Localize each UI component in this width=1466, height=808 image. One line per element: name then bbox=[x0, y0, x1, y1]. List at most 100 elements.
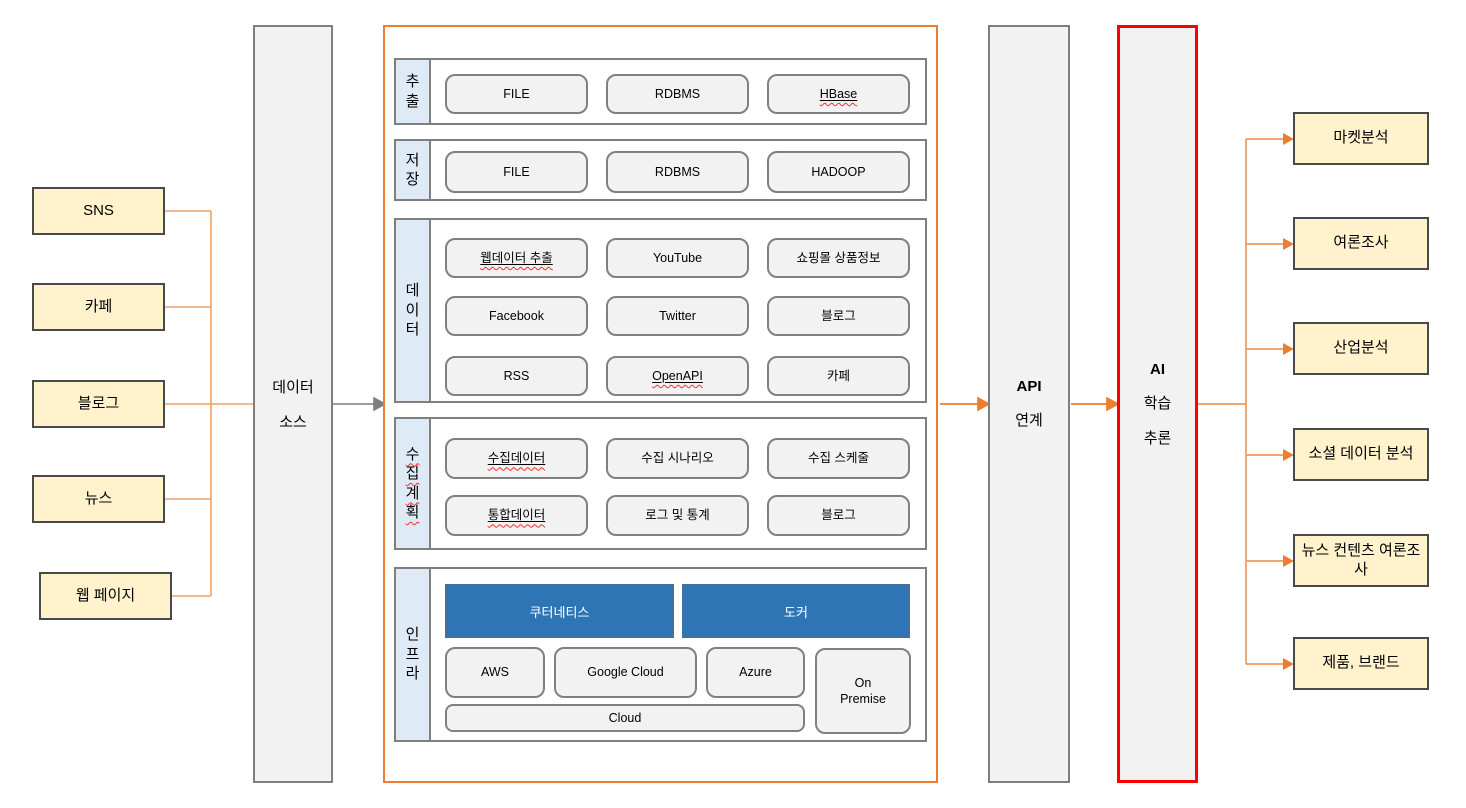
item-plan-scenario-label: 수집 시나리오 bbox=[641, 451, 714, 466]
item-extract-file: FILE bbox=[445, 74, 588, 114]
item-plan-scenario: 수집 시나리오 bbox=[606, 438, 749, 479]
item-data-facebook: Facebook bbox=[445, 296, 588, 336]
item-store-rdbms-label: RDBMS bbox=[654, 164, 701, 179]
output-industry-analysis: 산업분석 bbox=[1293, 322, 1429, 375]
item-data-shoppingmall: 쇼핑몰 상품정보 bbox=[767, 238, 910, 278]
item-plan-log-stats: 로그 및 통계 bbox=[606, 495, 749, 536]
item-extract-rdbms-label: RDBMS bbox=[654, 86, 701, 101]
source-cafe: 카페 bbox=[32, 283, 165, 331]
item-data-youtube-label: YouTube bbox=[652, 250, 703, 265]
item-data-openapi: OpenAPI bbox=[606, 356, 749, 396]
output-market-analysis: 마켓분석 bbox=[1293, 112, 1429, 165]
section-data: 데이터 웹데이터 추출 YouTube 쇼핑몰 상품정보 Facebook Tw… bbox=[394, 218, 927, 403]
infra-azure: Azure bbox=[706, 647, 805, 698]
infra-kubernetes-label: 쿠터네티스 bbox=[529, 604, 590, 620]
section-data-label-box: 데이터 bbox=[396, 220, 431, 401]
item-store-file: FILE bbox=[445, 151, 588, 193]
section-plan-label: 수집계획 bbox=[405, 445, 420, 522]
item-data-shoppingmall-label: 쇼핑몰 상품정보 bbox=[796, 250, 881, 265]
infra-azure-label: Azure bbox=[739, 665, 772, 680]
ai-pillar: AI 학습 추론 bbox=[1117, 25, 1198, 783]
infra-kubernetes: 쿠터네티스 bbox=[445, 584, 674, 638]
item-plan-schedule-label: 수집 스케줄 bbox=[808, 451, 869, 466]
item-plan-log-stats-label: 로그 및 통계 bbox=[645, 508, 710, 523]
item-data-openapi-label: OpenAPI bbox=[652, 368, 703, 383]
section-plan-label-box: 수집계획 bbox=[396, 419, 431, 548]
item-store-rdbms: RDBMS bbox=[606, 151, 749, 193]
infra-google-cloud: Google Cloud bbox=[554, 647, 697, 698]
section-data-label: 데이터 bbox=[405, 282, 420, 339]
output-social-data-analysis-label: 소셜 데이터 분석 bbox=[1308, 445, 1414, 463]
item-plan-integrated-data: 통합데이터 bbox=[445, 495, 588, 536]
section-store-label-box: 저장 bbox=[396, 141, 431, 199]
section-extract: 추출 FILE RDBMS HBase bbox=[394, 58, 927, 125]
item-data-blog: 블로그 bbox=[767, 296, 910, 336]
source-news: 뉴스 bbox=[32, 475, 165, 523]
ai-pillar-line1: AI bbox=[1150, 360, 1165, 378]
source-webpage-label: 웹 페이지 bbox=[75, 586, 136, 604]
item-extract-rdbms: RDBMS bbox=[606, 74, 749, 114]
source-sns: SNS bbox=[32, 187, 165, 235]
item-data-cafe: 카페 bbox=[767, 356, 910, 396]
item-extract-file-label: FILE bbox=[503, 86, 530, 101]
item-plan-schedule: 수집 스케줄 bbox=[767, 438, 910, 479]
output-market-analysis-label: 마켓분석 bbox=[1333, 129, 1389, 147]
infra-aws-label: AWS bbox=[480, 665, 509, 680]
item-plan-collected-data: 수집데이터 bbox=[445, 438, 588, 479]
infra-google-cloud-label: Google Cloud bbox=[587, 665, 664, 680]
infra-cloud-label: Cloud bbox=[608, 710, 642, 725]
section-infra: 인프라 쿠터네티스 도커 AWS Google Cloud Azure On P… bbox=[394, 567, 927, 742]
infra-cloud: Cloud bbox=[445, 704, 805, 732]
item-plan-blog: 블로그 bbox=[767, 495, 910, 536]
source-webpage: 웹 페이지 bbox=[39, 572, 172, 620]
item-plan-blog-label: 블로그 bbox=[821, 508, 856, 523]
output-opinion-poll-label: 여론조사 bbox=[1333, 234, 1389, 252]
item-extract-hbase: HBase bbox=[767, 74, 910, 114]
item-data-rss-label: RSS bbox=[503, 368, 530, 383]
item-data-webdata-extract: 웹데이터 추출 bbox=[445, 238, 588, 278]
output-product-brand-label: 제품, 브랜드 bbox=[1322, 654, 1400, 672]
data-source-line2: 소스 bbox=[279, 414, 307, 431]
output-industry-analysis-label: 산업분석 bbox=[1333, 339, 1389, 357]
source-news-label: 뉴스 bbox=[84, 489, 113, 507]
item-store-hadoop: HADOOP bbox=[767, 151, 910, 193]
source-sns-label: SNS bbox=[83, 201, 114, 219]
infra-docker: 도커 bbox=[682, 584, 910, 638]
output-news-content-poll: 뉴스 컨텐츠 여론조사 bbox=[1293, 534, 1429, 587]
section-extract-label: 추출 bbox=[405, 73, 420, 110]
output-social-data-analysis: 소셜 데이터 분석 bbox=[1293, 428, 1429, 481]
ai-pillar-line3: 추론 bbox=[1143, 429, 1172, 447]
source-blog: 블로그 bbox=[32, 380, 165, 428]
item-plan-integrated-data-label: 통합데이터 bbox=[487, 508, 546, 523]
item-data-twitter: Twitter bbox=[606, 296, 749, 336]
item-data-facebook-label: Facebook bbox=[489, 308, 544, 323]
data-source-line1: 데이터 bbox=[272, 379, 314, 396]
item-data-webdata-extract-label: 웹데이터 추출 bbox=[480, 250, 553, 265]
item-store-hadoop-label: HADOOP bbox=[811, 164, 866, 179]
ai-pillar-line2: 학습 bbox=[1143, 394, 1172, 412]
item-store-file-label: FILE bbox=[503, 164, 530, 179]
api-pillar-line2: 연계 bbox=[1015, 412, 1043, 429]
section-store-label: 저장 bbox=[405, 151, 420, 189]
section-infra-label-box: 인프라 bbox=[396, 569, 431, 740]
source-blog-label: 블로그 bbox=[77, 394, 120, 412]
infra-docker-label: 도커 bbox=[784, 604, 808, 620]
infra-on-premise: On Premise bbox=[815, 648, 911, 734]
item-data-rss: RSS bbox=[445, 356, 588, 396]
item-data-twitter-label: Twitter bbox=[659, 308, 696, 323]
data-source-pillar: 데이터 소스 bbox=[253, 25, 333, 783]
section-infra-label: 인프라 bbox=[405, 626, 420, 683]
source-cafe-label: 카페 bbox=[84, 297, 113, 315]
item-plan-collected-data-label: 수집데이터 bbox=[487, 451, 546, 466]
api-pillar: API 연계 bbox=[988, 25, 1070, 783]
section-store: 저장 FILE RDBMS HADOOP bbox=[394, 139, 927, 201]
item-data-cafe-label: 카페 bbox=[826, 368, 850, 383]
api-pillar-line1: API bbox=[1016, 378, 1042, 395]
infra-aws: AWS bbox=[445, 647, 545, 698]
item-data-blog-label: 블로그 bbox=[821, 308, 856, 323]
infra-on-premise-label: On Premise bbox=[840, 675, 886, 706]
item-extract-hbase-label: HBase bbox=[819, 86, 858, 101]
section-plan: 수집계획 수집데이터 수집 시나리오 수집 스케줄 통합데이터 로그 및 통계 … bbox=[394, 417, 927, 550]
